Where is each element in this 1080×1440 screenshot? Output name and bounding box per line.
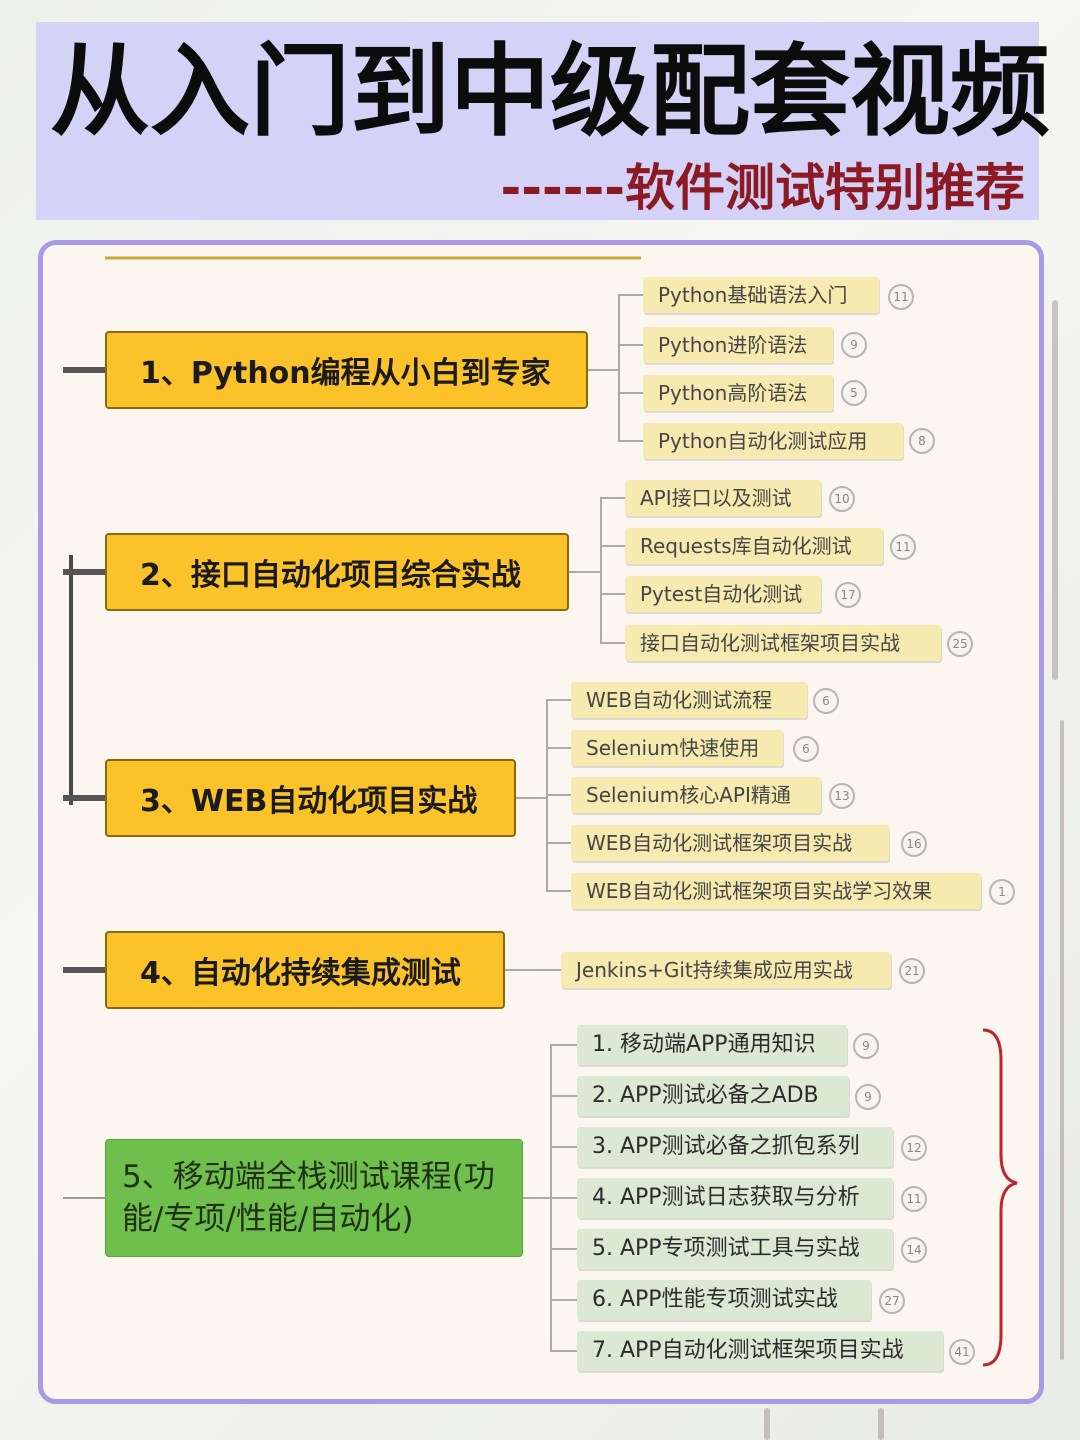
branch-node-api-automation[interactable]: 2、接口自动化项目综合实战 xyxy=(105,533,569,611)
count-badge: 9 xyxy=(855,1084,881,1110)
leaf-node[interactable]: 6. APP性能专项测试实战 xyxy=(577,1280,871,1320)
branch-node-ci[interactable]: 4、自动化持续集成测试 xyxy=(105,931,505,1009)
leaf-node[interactable]: 4. APP测试日志获取与分析 xyxy=(577,1178,893,1218)
count-badge: 14 xyxy=(901,1237,927,1263)
branch-label: 5、移动端全栈测试课程(功能/专项/性能/自动化) xyxy=(122,1159,495,1237)
count-badge: 11 xyxy=(890,534,916,560)
leaf-node[interactable]: 2. APP测试必备之ADB xyxy=(577,1076,849,1116)
leaf-node[interactable]: WEB自动化测试框架项目实战 xyxy=(571,825,889,861)
count-badge: 25 xyxy=(947,631,973,657)
count-badge: 1 xyxy=(989,879,1015,905)
count-badge: 8 xyxy=(909,428,935,454)
leaf-node[interactable]: WEB自动化测试框架项目实战学习效果 xyxy=(571,873,981,909)
branch-node-python[interactable]: 1、Python编程从小白到专家 xyxy=(105,331,588,409)
leaf-node[interactable]: API接口以及测试 xyxy=(625,480,821,516)
branch-node-web-automation[interactable]: 3、WEB自动化项目实战 xyxy=(105,759,516,837)
leaf-node[interactable]: 3. APP测试必备之抓包系列 xyxy=(577,1127,893,1167)
background-branch xyxy=(764,1408,770,1440)
branch-label: 2、接口自动化项目综合实战 xyxy=(140,558,521,593)
background-branch xyxy=(1052,300,1058,680)
count-badge: 9 xyxy=(841,332,867,358)
count-badge: 11 xyxy=(901,1186,927,1212)
count-badge: 17 xyxy=(835,582,861,608)
count-badge: 11 xyxy=(888,284,914,310)
leaf-node[interactable]: 接口自动化测试框架项目实战 xyxy=(625,625,941,661)
mindmap-card: 1、Python编程从小白到专家 Python基础语法入门 11 Python进… xyxy=(38,240,1044,1404)
leaf-node[interactable]: 1. 移动端APP通用知识 xyxy=(577,1025,847,1065)
count-badge: 21 xyxy=(899,958,925,984)
leaf-node[interactable]: Selenium快速使用 xyxy=(571,730,783,766)
leaf-node[interactable]: 7. APP自动化测试框架项目实战 xyxy=(577,1331,943,1371)
leaf-node[interactable]: Requests库自动化测试 xyxy=(625,528,883,564)
curly-brace xyxy=(982,1028,1018,1367)
title-banner: 从入门到中级配套视频 ------软件测试特别推荐 xyxy=(36,22,1050,220)
background-branch xyxy=(1060,720,1064,1360)
count-badge: 6 xyxy=(813,688,839,714)
leaf-node[interactable]: Python进阶语法 xyxy=(643,327,833,363)
leaf-node[interactable]: WEB自动化测试流程 xyxy=(571,682,807,718)
connector-lines xyxy=(63,256,1018,1367)
branch-1-connectors xyxy=(587,294,643,442)
branch-label: 3、WEB自动化项目实战 xyxy=(140,784,478,819)
leaf-node[interactable]: Selenium核心API精通 xyxy=(571,777,821,813)
branch-node-mobile[interactable]: 5、移动端全栈测试课程(功能/专项/性能/自动化) xyxy=(105,1139,523,1257)
leaf-node[interactable]: Python基础语法入门 xyxy=(643,277,879,313)
count-badge: 27 xyxy=(879,1288,905,1314)
count-badge: 10 xyxy=(829,486,855,512)
branch-label: 4、自动化持续集成测试 xyxy=(140,956,461,991)
count-badge: 6 xyxy=(793,736,819,762)
branch-2-connectors xyxy=(569,497,625,644)
leaf-node[interactable]: Jenkins+Git持续集成应用实战 xyxy=(561,952,891,988)
leaf-node[interactable]: 5. APP专项测试工具与实战 xyxy=(577,1229,893,1269)
count-badge: 41 xyxy=(949,1339,975,1365)
branch-5-connectors xyxy=(523,1044,577,1352)
leaf-node[interactable]: Python高阶语法 xyxy=(643,375,833,411)
count-badge: 5 xyxy=(841,380,867,406)
count-badge: 16 xyxy=(901,831,927,857)
count-badge: 12 xyxy=(901,1135,927,1161)
count-badge: 13 xyxy=(829,783,855,809)
branch-3-connectors xyxy=(516,699,571,892)
count-badge: 9 xyxy=(853,1033,879,1059)
page-subtitle: ------软件测试特别推荐 xyxy=(500,159,1025,217)
branch-label: 1、Python编程从小白到专家 xyxy=(140,356,551,391)
background-branch xyxy=(878,1408,884,1440)
leaf-node[interactable]: Pytest自动化测试 xyxy=(625,576,821,612)
page-title: 从入门到中级配套视频 xyxy=(50,33,1050,150)
leaf-node[interactable]: Python自动化测试应用 xyxy=(643,423,903,459)
